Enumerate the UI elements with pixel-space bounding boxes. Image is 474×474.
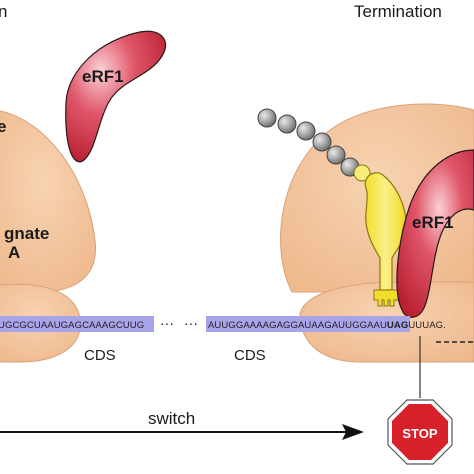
right-ellipsis: ··· (184, 315, 198, 331)
trna-body (364, 172, 407, 291)
stop-sign-label: STOP (402, 426, 437, 441)
stop-codon: UAG (387, 320, 408, 331)
left-ribosome-label-e: e (0, 117, 6, 136)
peptidyl-trna (364, 172, 407, 307)
peptide-bead (257, 108, 277, 128)
erf1-bound-shape (396, 149, 474, 318)
right-mrna-main: AUUGGAAAAGAGGAUAAGAUUGGAAU (208, 320, 387, 331)
right-mrna-tail: UUUAG. (408, 320, 446, 331)
right-panel-title: Termination (354, 2, 442, 21)
nascent-peptide-chain (257, 108, 371, 182)
erf1-bound-label: eRF1 (412, 213, 454, 232)
erf1-bound (396, 149, 474, 318)
left-ribosome-large-subunit (0, 110, 97, 293)
left-panel-title: n (0, 2, 7, 21)
stop-sign-octagon-inner (392, 404, 448, 460)
erf1-free-shape (65, 30, 167, 163)
switch-label: switch (148, 409, 195, 428)
erf1-free-label: eRF1 (82, 67, 124, 86)
left-cds-label: CDS (84, 347, 116, 364)
right-mrna-sequence: AUUGGAAAAGAGGAUAAGAUUGGAAUUAGUUUAG. (208, 320, 446, 331)
right-mrna-band (206, 316, 410, 332)
peptide-bead (312, 132, 332, 152)
left-mrna-sequence: UGCGCUAAUGAGCAAAGCUUG (0, 320, 144, 331)
right-cds-label: CDS (234, 347, 266, 364)
erf1-free (65, 30, 167, 163)
peptide-bead-terminal (353, 164, 371, 182)
left-mrna-band (0, 316, 154, 332)
peptide-bead (326, 145, 346, 165)
near-cognate-label-line1: gnate (4, 224, 49, 243)
peptide-bead (296, 121, 316, 141)
trna-anticodon-fork (373, 289, 399, 307)
stop-sign: STOP (387, 399, 453, 465)
peptide-bead (277, 114, 297, 134)
switch-arrow-head (342, 424, 364, 440)
near-cognate-label-line2: A (8, 243, 20, 262)
left-ellipsis: ··· (160, 315, 174, 331)
